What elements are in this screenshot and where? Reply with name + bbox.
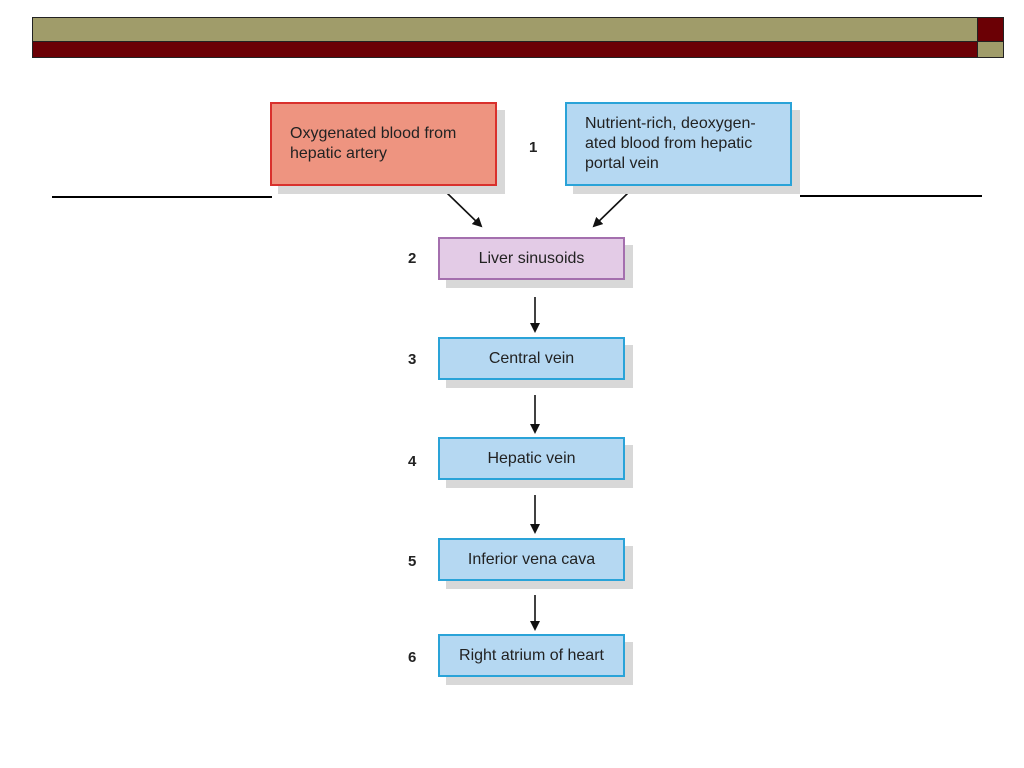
hepatic-vein-box: Hepatic vein [438,437,625,480]
separator-line-right [800,195,982,197]
central-vein-label: Central vein [488,349,575,367]
hepatic-artery-box: Oxygenated blood from hepatic artery [270,102,497,186]
step-number-3: 3 [408,351,417,368]
portal-vein-label: Nutrient-rich, deoxygen- ated blood from… [585,115,756,172]
central-vein-box: Central vein [438,337,625,380]
header-bar-bottom [32,42,978,58]
header-bar-top [32,17,978,42]
step-number-6: 6 [408,649,417,666]
right-atrium-box: Right atrium of heart [438,634,625,677]
separator-line-left [52,196,272,198]
step-number-1: 1 [529,139,538,156]
liver-sinusoids-label: Liver sinusoids [478,249,585,267]
hepatic-vein-label: Hepatic vein [487,449,576,467]
hepatic-artery-label: Oxygenated blood from hepatic artery [290,125,457,162]
portal-vein-box: Nutrient-rich, deoxygen- ated blood from… [565,102,792,186]
inferior-vena-cava-label: Inferior vena cava [467,550,596,568]
arrow-portal-to-sinusoids [592,192,629,228]
header-corner-top [978,17,1004,42]
step-number-5: 5 [408,553,417,570]
inferior-vena-cava-box: Inferior vena cava [438,538,625,581]
step-number-4: 4 [408,453,417,470]
arrow-artery-to-sinusoids [446,192,483,228]
liver-sinusoids-box: Liver sinusoids [438,237,625,280]
step-number-2: 2 [408,250,417,267]
right-atrium-label: Right atrium of heart [459,646,604,664]
header-corner-bottom [978,42,1004,58]
